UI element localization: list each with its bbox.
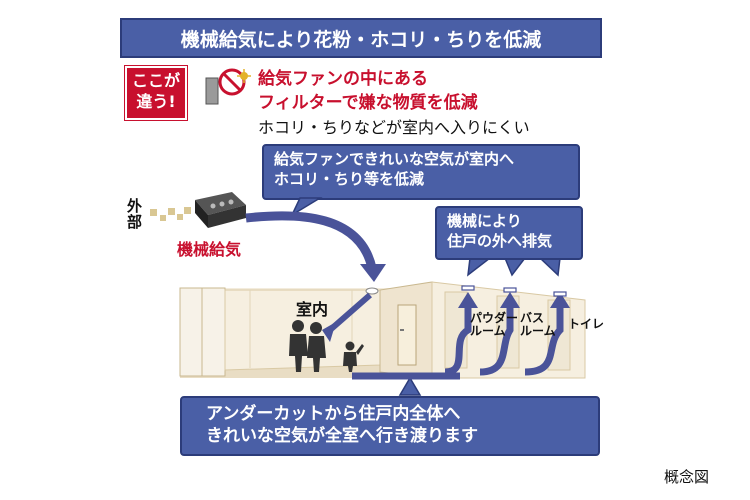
room-bath-line2: ルーム: [520, 324, 556, 339]
callout-exhaust-tail-1: [467, 257, 493, 277]
room-powder-line1: パウダー: [470, 311, 519, 325]
outside-label: 外部: [125, 198, 143, 230]
callout-top-line1: 給気ファンできれいな空気が室内へ: [274, 150, 515, 168]
callout-bottom: アンダーカットから住戸内全体へ きれいな空気が全室へ行き渡ります: [180, 396, 600, 456]
callout-bottom-line2: きれいな空気が全室へ行き渡ります: [206, 426, 478, 447]
callout-top: 給気ファンできれいな空気が室内へ ホコリ・ちり等を低減: [262, 144, 580, 200]
title-banner: 機械給気により花粉・ホコリ・ちりを低減: [120, 18, 602, 58]
feature-line1: 給気ファンの中にある: [258, 69, 428, 89]
callout-exhaust-line1: 機械により: [447, 212, 522, 230]
feature-line3: ホコリ・ちりなどが室内へ入りにくい: [258, 118, 530, 137]
title-banner-text: 機械給気により花粉・ホコリ・ちりを低減: [180, 28, 542, 51]
callout-bottom-tail: [398, 376, 422, 396]
badge-line1: ここが: [131, 71, 180, 90]
room-toilet: トイレ: [568, 317, 605, 331]
badge: ここが 違う!: [124, 65, 188, 121]
fan-unit-icon: [195, 192, 246, 228]
callout-bottom-line1: アンダーカットから住戸内全体へ: [206, 404, 461, 424]
callout-top-line2: ホコリ・ちり等を低減: [274, 169, 425, 188]
callout-exhaust-tail-2: [503, 257, 527, 277]
room-powder-line2: ルーム: [470, 324, 506, 339]
caption: 概念図: [664, 468, 710, 486]
exhaust-arrow-icon: [444, 306, 564, 376]
badge-line2: 違う!: [136, 91, 176, 111]
people-silhouette-icon: [289, 320, 364, 372]
room-powder: パウダー ルーム: [470, 311, 519, 339]
callout-exhaust: 機械により 住戸の外へ排気: [435, 206, 583, 260]
room-label: 室内: [296, 300, 329, 319]
no-pollen-icon: [200, 68, 254, 108]
room-bath-line1: バス: [520, 311, 545, 325]
feature-line2: フィルターで嫌な物質を低減: [258, 93, 478, 113]
room-bath: バス ルーム: [520, 311, 556, 339]
fan-label: 機械給気: [177, 240, 242, 259]
dust-particles: [150, 207, 191, 221]
callout-exhaust-tail-3: [538, 257, 561, 277]
callout-top-tail: [290, 197, 323, 217]
callout-exhaust-line2: 住戸の外へ排気: [447, 231, 553, 250]
